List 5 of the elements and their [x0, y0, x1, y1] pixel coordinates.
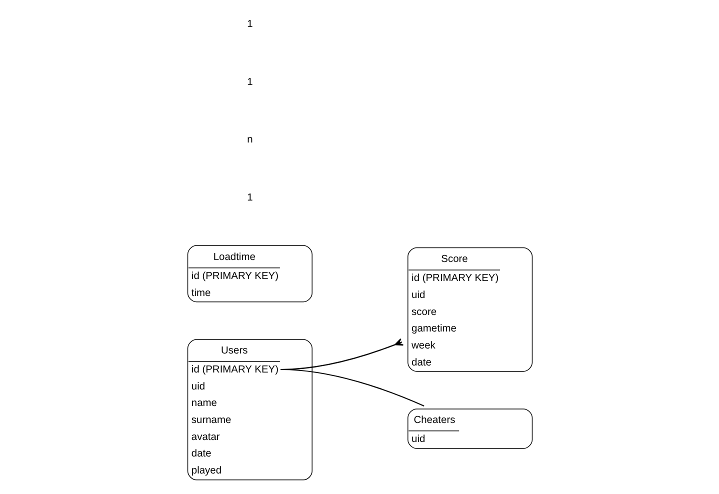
label: 1 [246, 192, 252, 204]
connector [280, 368, 424, 406]
label: 1 [246, 76, 252, 88]
label: n [246, 134, 252, 146]
label: 1 [246, 19, 252, 30]
